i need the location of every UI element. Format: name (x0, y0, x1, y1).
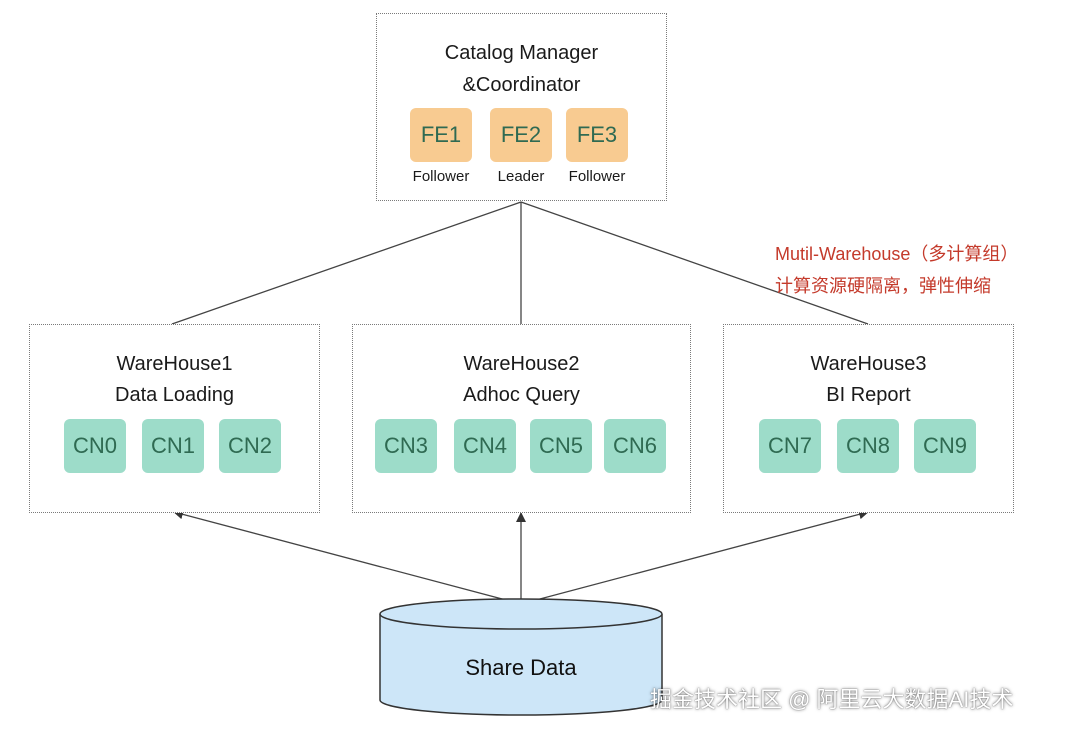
catalog-title-line1: Catalog Manager (444, 42, 599, 64)
fe-role-label: Follower (568, 168, 626, 185)
catalog-manager-box: Catalog Manager &Coordinator FE1 FE2 FE3… (376, 13, 667, 201)
fe-node: FE1 (410, 108, 472, 162)
fe-node: FE2 (490, 108, 552, 162)
line-catalog-to-warehouse3 (520, 201, 869, 325)
cn-node: CN7 (759, 419, 821, 473)
line-catalog-to-warehouse1 (171, 201, 522, 325)
cn-node: CN5 (530, 419, 592, 473)
cn-node: CN4 (454, 419, 516, 473)
warehouse-purpose: Data Loading (115, 384, 234, 406)
cn-node: CN9 (914, 419, 976, 473)
cn-node: CN2 (219, 419, 281, 473)
multi-warehouse-note-line2: 计算资源硬隔离，弹性伸缩 (775, 276, 991, 296)
cn-node: CN3 (375, 419, 437, 473)
warehouse-name: WareHouse2 (463, 353, 580, 375)
cn-node: CN8 (837, 419, 899, 473)
share-data-cylinder (379, 598, 663, 716)
warehouse-box-1: WareHouse1 Data Loading CN0 CN1 CN2 (29, 324, 320, 513)
cn-node: CN1 (142, 419, 204, 473)
warehouse-box-3: WareHouse3 BI Report CN7 CN8 CN9 (723, 324, 1014, 513)
arrow-data-to-warehouse3 (520, 509, 869, 605)
cn-node: CN0 (64, 419, 126, 473)
fe-role-label: Follower (412, 168, 470, 185)
fe-node: FE3 (566, 108, 628, 162)
arrow-data-to-warehouse1 (173, 509, 522, 605)
warehouse-box-2: WareHouse2 Adhoc Query CN3 CN4 CN5 CN6 (352, 324, 691, 513)
warehouse-name: WareHouse1 (116, 353, 233, 375)
warehouse-name: WareHouse3 (810, 353, 927, 375)
watermark: 掘金技术社区 @ 阿里云大数据AI技术 (650, 687, 1014, 712)
cn-node: CN6 (604, 419, 666, 473)
warehouse-purpose: BI Report (826, 384, 911, 406)
warehouse-purpose: Adhoc Query (463, 384, 580, 406)
share-data-label: Share Data (465, 655, 577, 680)
catalog-title-line2: &Coordinator (462, 74, 581, 96)
fe-role-label: Leader (497, 168, 545, 185)
multi-warehouse-note-line1: Mutil-Warehouse（多计算组） (775, 244, 1019, 264)
